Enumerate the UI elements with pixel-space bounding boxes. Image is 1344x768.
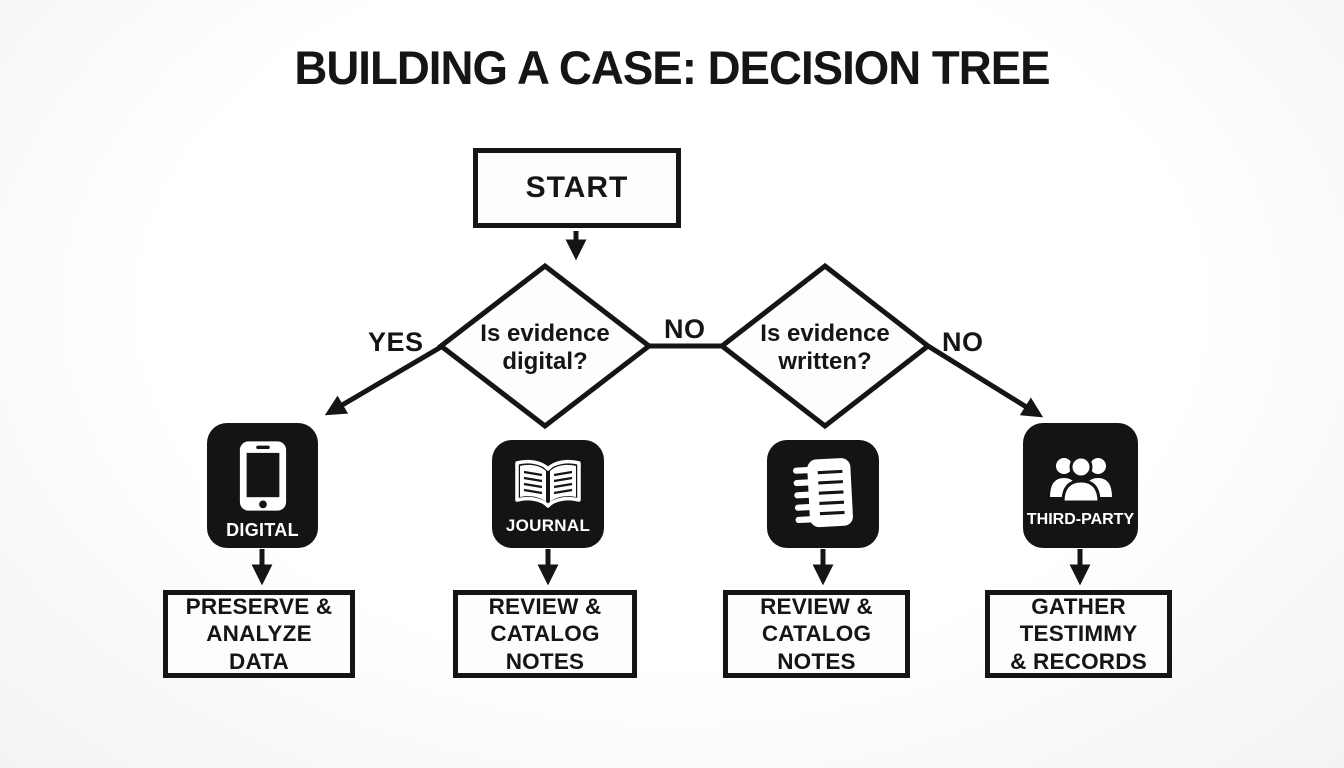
node-third-party-label: THIRD-PARTY [1026,510,1135,528]
decision-written-text: Is evidence written? [760,320,890,375]
node-third-party: THIRD-PARTY [1023,423,1138,548]
notepad-icon [792,456,854,532]
node-digital: DIGITAL [207,423,318,548]
decision-diamond-digital [436,262,654,430]
decision-diamond-written [717,262,933,430]
node-journal: JOURNAL [492,440,604,548]
start-label: START [525,171,629,204]
page-title: BUILDING A CASE: DECISION TREE [294,41,1050,94]
action-box-review-catalog-1: REVIEW & CATALOG NOTES [453,590,637,678]
open-book-icon [512,459,584,511]
smartphone-icon [237,438,289,514]
arrow-yes-to-digital [324,344,443,416]
start-node: START [473,148,681,228]
people-group-icon [1047,453,1115,503]
action-box-gather-testimony: GATHER TESTIMMY & RECORDS [985,590,1172,678]
branch-label-no-middle: NO [664,314,706,344]
decision-digital-text: Is evidence digital? [480,320,610,375]
branch-label-yes: YES [368,327,424,357]
arrow-no-to-third-party [926,343,1044,418]
action-box-review-catalog-2: REVIEW & CATALOG NOTES [723,590,910,678]
node-notepad [767,440,879,548]
node-journal-label: JOURNAL [505,515,591,535]
action-box-preserve-analyze: PRESERVE & ANALYZE DATA [163,590,355,678]
node-digital-label: DIGITAL [226,520,299,540]
branch-label-no-right: NO [942,327,984,357]
